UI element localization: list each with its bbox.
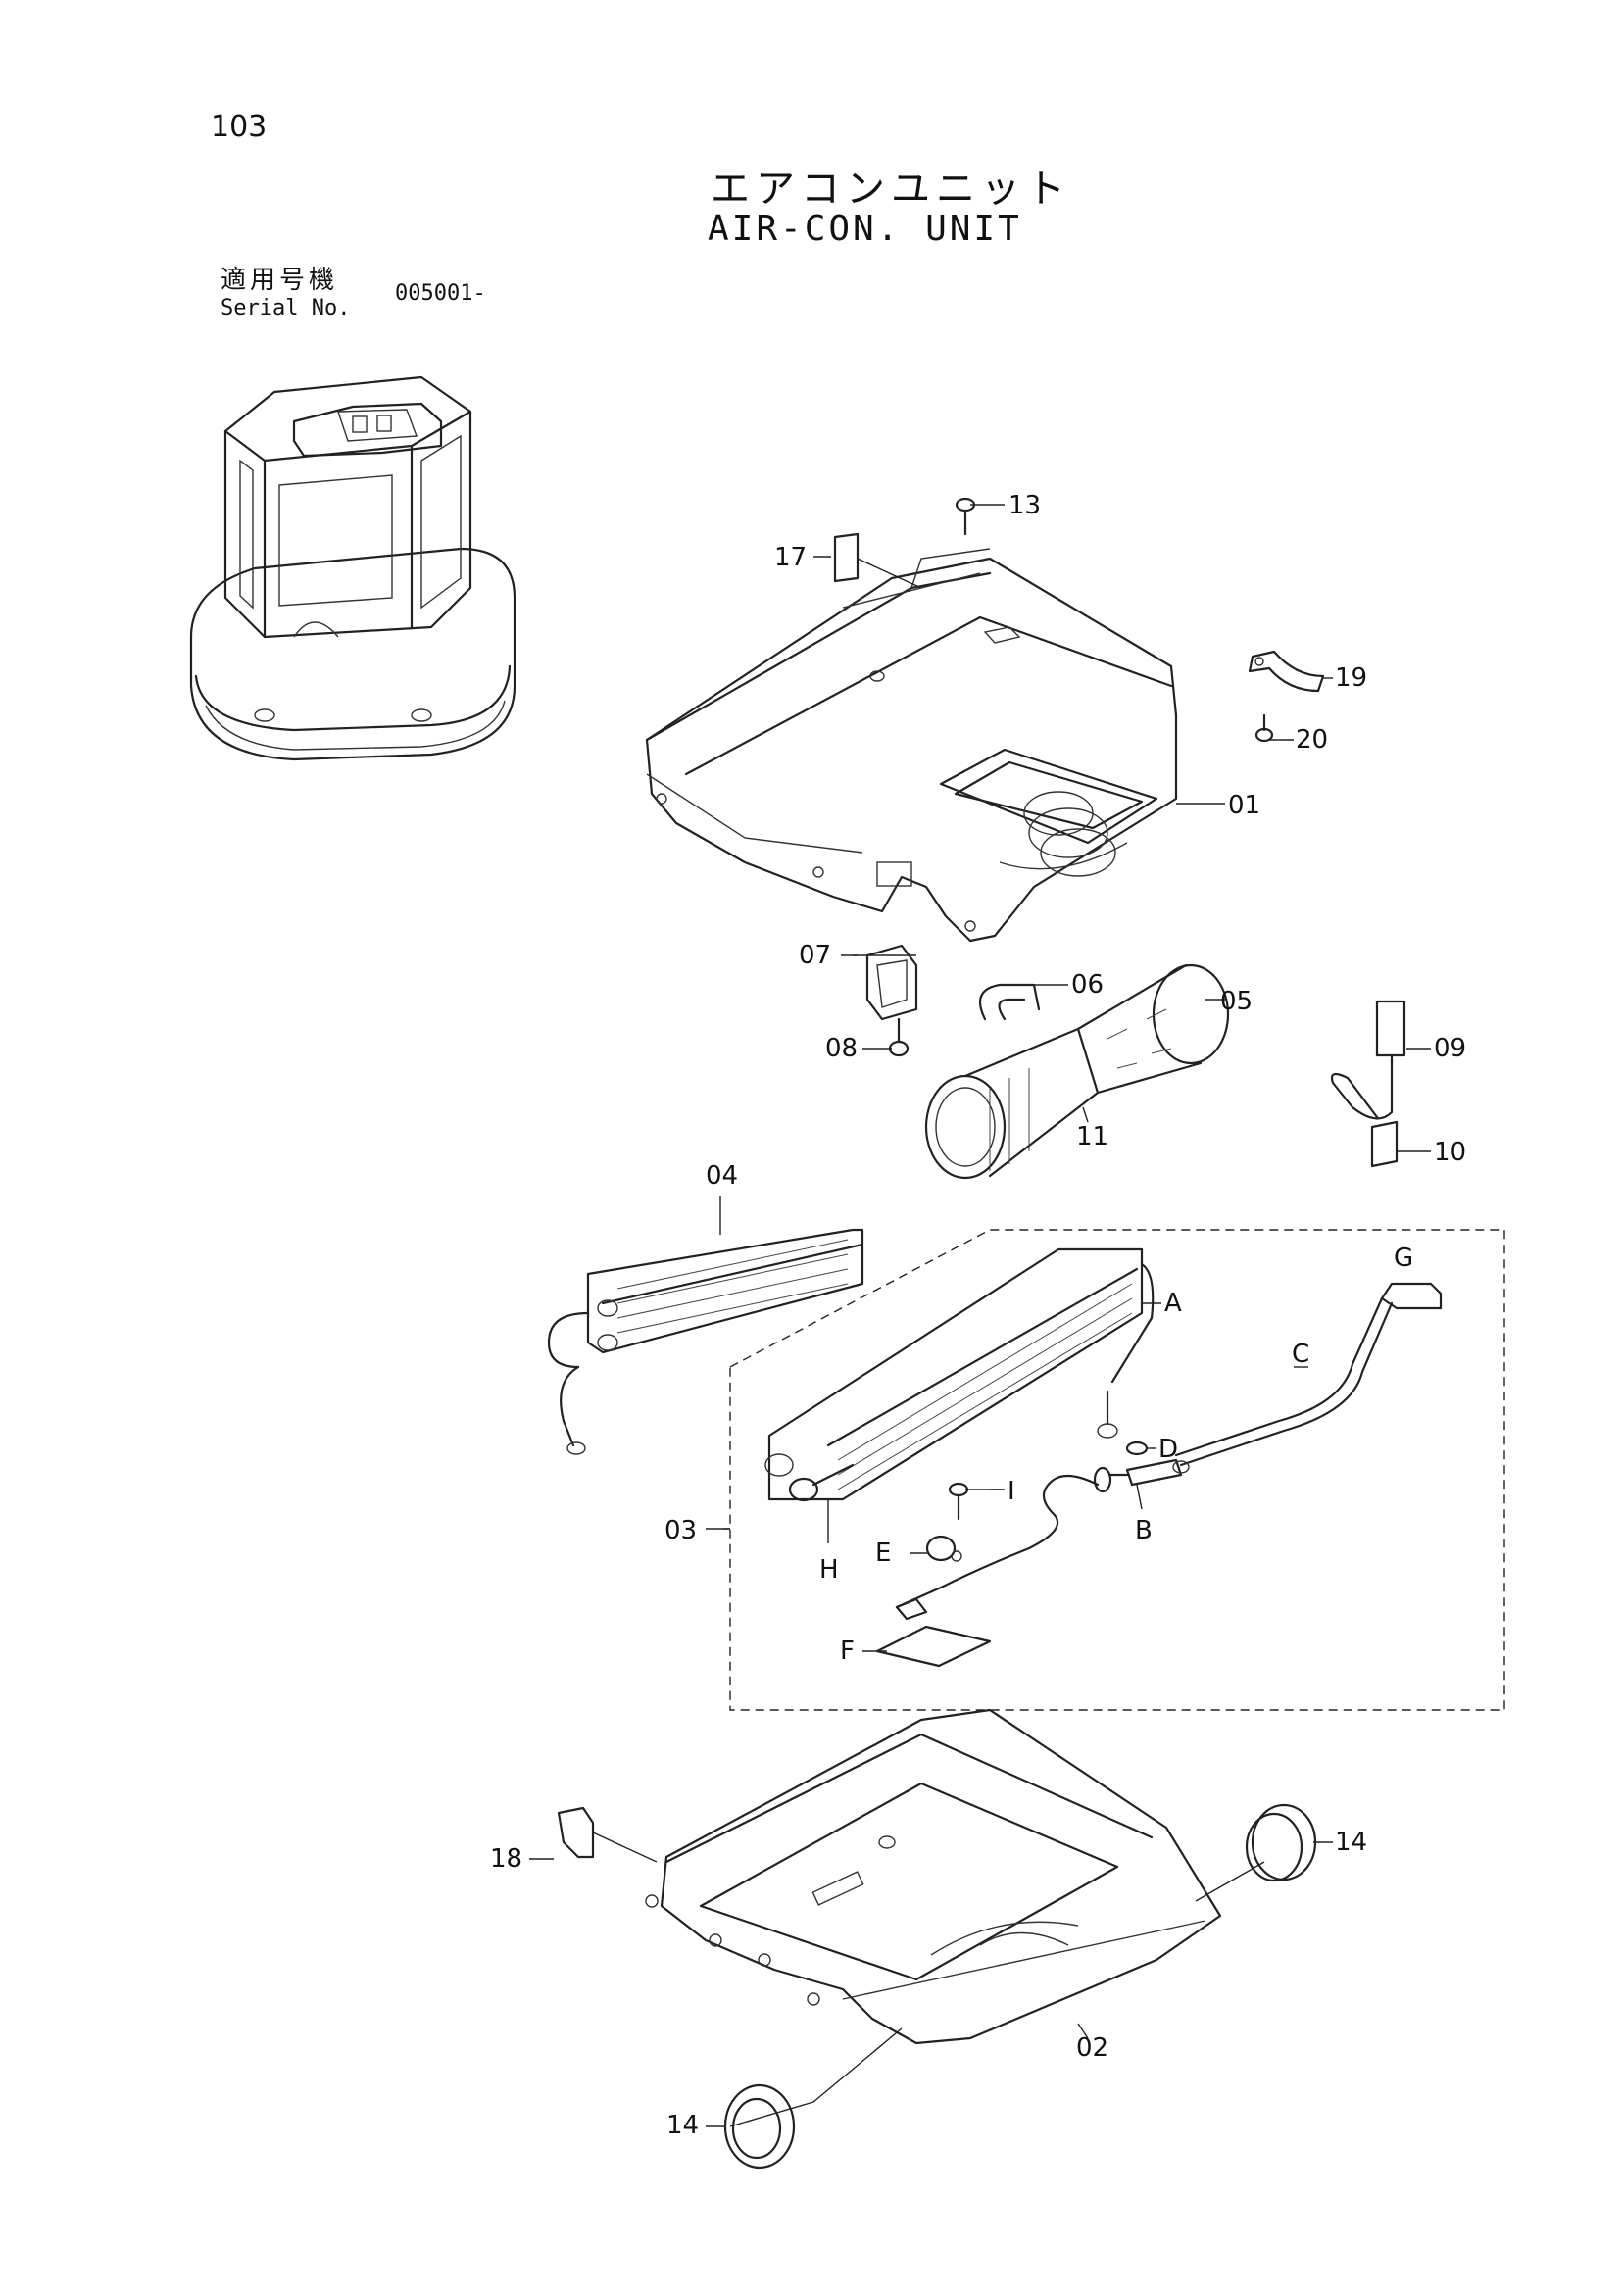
callout-G: G (1394, 1244, 1413, 1273)
part-20-screw (1254, 713, 1274, 743)
callout-03: 03 (664, 1516, 697, 1545)
callout-14-upper: 14 (1335, 1828, 1367, 1857)
part-18-pad (557, 1806, 595, 1859)
page-number: 103 (211, 110, 268, 144)
serial-number-value: 005001- (395, 281, 486, 306)
part-08-screw (888, 1017, 910, 1057)
page-title-japanese: エアコンユニット (711, 167, 1071, 212)
label-dashes (529, 556, 1002, 2127)
part-17-pad (833, 532, 860, 583)
callout-B: B (1135, 1516, 1153, 1545)
part-C-tube (1174, 1296, 1394, 1467)
callout-11: 11 (1076, 1122, 1108, 1151)
serial-label: Serial No. (221, 296, 351, 320)
callout-01: 01 (1228, 791, 1260, 820)
part-05-blower (1076, 963, 1230, 1095)
callout-07: 07 (799, 941, 831, 970)
callout-C: C (1292, 1340, 1309, 1369)
callout-02: 02 (1076, 2033, 1108, 2063)
part-02-lower-case (645, 1708, 1222, 2045)
part-D-o-ring (1125, 1441, 1149, 1456)
callout-I: I (1008, 1477, 1015, 1506)
part-09-sensor (1330, 1000, 1406, 1120)
part-G-valve (1380, 1282, 1443, 1310)
part-03-evaporator-assembly (729, 1229, 1505, 1711)
part-07-resistor (865, 944, 918, 1021)
callout-06: 06 (1071, 970, 1104, 1000)
part-A-evaporator-core (764, 1247, 1155, 1502)
part-11-motor (924, 1027, 1100, 1180)
callout-F: F (840, 1637, 855, 1666)
callout-A: A (1164, 1289, 1182, 1318)
callout-04: 04 (706, 1161, 738, 1191)
callout-19: 19 (1335, 663, 1367, 693)
callout-09: 09 (1434, 1034, 1466, 1063)
callout-D: D (1158, 1435, 1178, 1464)
part-06-hose (978, 983, 1041, 1021)
callout-14-lower: 14 (666, 2111, 699, 2140)
serial-label-japanese: 適用号機 (221, 266, 339, 295)
callout-17: 17 (774, 543, 807, 572)
part-10-clip (1370, 1120, 1399, 1168)
callout-H: H (819, 1555, 839, 1585)
page-title: AIR-CON. UNIT (708, 209, 1022, 249)
part-14-ring-lower (723, 2083, 796, 2170)
callout-13: 13 (1008, 491, 1041, 520)
part-04-heater-core (547, 1228, 864, 1455)
thermistor-wire (895, 1474, 1100, 1621)
machine-cab-illustration (189, 375, 516, 761)
callout-E: E (875, 1539, 891, 1568)
callout-10: 10 (1434, 1138, 1466, 1167)
callout-20: 20 (1296, 725, 1328, 755)
callout-labels: 13 17 19 20 01 07 06 05 08 09 11 10 04 A… (490, 491, 1466, 2140)
part-F-pad (875, 1625, 992, 1668)
part-I-screw (948, 1482, 969, 1521)
part-01-upper-case (645, 548, 1178, 943)
part-19-clamp (1248, 650, 1325, 693)
leader-lines (592, 504, 1431, 2127)
callout-08: 08 (825, 1034, 858, 1063)
part-14-ring-upper (1245, 1803, 1317, 1882)
callout-05: 05 (1220, 987, 1253, 1016)
callout-18: 18 (490, 1844, 522, 1874)
part-E-clamp (925, 1535, 962, 1562)
part-B-valve (1093, 1458, 1190, 1493)
